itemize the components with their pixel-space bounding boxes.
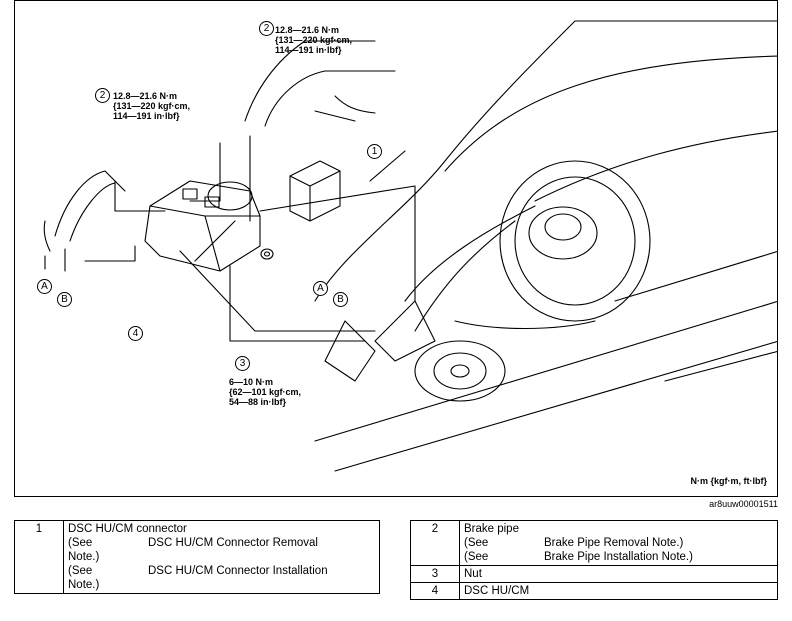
table-row: 3 Nut <box>410 565 778 583</box>
figure-id: ar8uuw00001511 <box>709 499 778 509</box>
see-open: (See <box>68 537 93 549</box>
torque-spec-left: 12.8—21.6 N·m {131—220 kgf·cm, 114—191 i… <box>113 91 190 121</box>
reference-link[interactable]: DSC HU/CM Connector Removal <box>148 537 318 549</box>
reference-removal: (See Brake Pipe Removal Note.) <box>464 536 773 550</box>
ref-b-right: B <box>333 292 348 307</box>
table-row: 4 DSC HU/CM <box>410 582 778 600</box>
reference-link[interactable]: DSC HU/CM Connector Installation <box>148 565 328 577</box>
torque-top-line3: 114—191 in·lbf} <box>275 45 342 55</box>
torque-left-line2: {131—220 kgf·cm, <box>113 101 191 111</box>
ref-a-right: A <box>313 281 328 296</box>
diagram-drawing <box>43 20 777 472</box>
torque-spec-top: 12.8—21.6 N·m {131—220 kgf·cm, 114—191 i… <box>275 25 352 55</box>
part-title: Brake pipe <box>464 523 519 535</box>
part-number: 4 <box>410 582 460 600</box>
torque-left-line1: 12.8—21.6 N·m <box>113 91 178 101</box>
reference-link[interactable]: Brake Pipe Installation Note.) <box>544 551 693 563</box>
torque-nut-line1: 6—10 N·m <box>229 377 274 387</box>
callout-2-top-circle: 2 <box>259 21 274 36</box>
see-note: Note.) <box>68 551 100 563</box>
ref-a-left: A <box>37 279 52 294</box>
reference-removal: (See Note.) DSC HU/CM Connector Removal <box>68 536 375 564</box>
table-row: 2 Brake pipe (See Brake Pipe Removal Not… <box>410 520 778 566</box>
part-description: Brake pipe (See Brake Pipe Removal Note.… <box>459 520 778 566</box>
part-description: Nut <box>459 565 778 583</box>
part-number: 3 <box>410 565 460 583</box>
torque-top-line1: 12.8—21.6 N·m <box>275 25 340 35</box>
reference-installation: (See Brake Pipe Installation Note.) <box>464 550 773 564</box>
see-label: (See <box>464 551 489 563</box>
units-label: N·m {kgf·m, ft·lbf} <box>690 476 768 486</box>
see-open: (See <box>68 565 93 577</box>
torque-spec-nut: 6—10 N·m {62—101 kgf·cm, 54—88 in·lbf} <box>229 377 301 407</box>
exploded-diagram: 2 12.8—21.6 N·m {131—220 kgf·cm, 114—191… <box>14 0 778 497</box>
part-title: DSC HU/CM connector <box>68 523 187 535</box>
callout-1-circle: 1 <box>367 144 382 159</box>
callout-3-circle: 3 <box>235 356 250 371</box>
see-note: Note.) <box>68 579 100 591</box>
parts-table-left: 1 DSC HU/CM connector (See Note.) DSC HU… <box>14 520 380 594</box>
see-label: (See Note.) <box>68 536 148 564</box>
reference-link[interactable]: Brake Pipe Removal Note.) <box>544 537 684 549</box>
callout-2-left-circle: 2 <box>95 88 110 103</box>
see-label: (See Note.) <box>68 564 148 592</box>
part-number: 1 <box>14 520 64 594</box>
torque-nut-line3: 54—88 in·lbf} <box>229 397 287 407</box>
part-description: DSC HU/CM connector (See Note.) DSC HU/C… <box>63 520 380 594</box>
table-row: 1 DSC HU/CM connector (See Note.) DSC HU… <box>14 520 380 594</box>
ref-b-left: B <box>57 292 72 307</box>
callout-4-circle: 4 <box>128 326 143 341</box>
parts-table-right: 2 Brake pipe (See Brake Pipe Removal Not… <box>410 520 778 600</box>
part-number: 2 <box>410 520 460 566</box>
part-description: DSC HU/CM <box>459 582 778 600</box>
reference-installation: (See Note.) DSC HU/CM Connector Installa… <box>68 564 375 592</box>
torque-left-line3: 114—191 in·lbf} <box>113 111 180 121</box>
torque-top-line2: {131—220 kgf·cm, <box>275 35 353 45</box>
see-label: (See <box>464 537 489 549</box>
torque-nut-line2: {62—101 kgf·cm, <box>229 387 302 397</box>
